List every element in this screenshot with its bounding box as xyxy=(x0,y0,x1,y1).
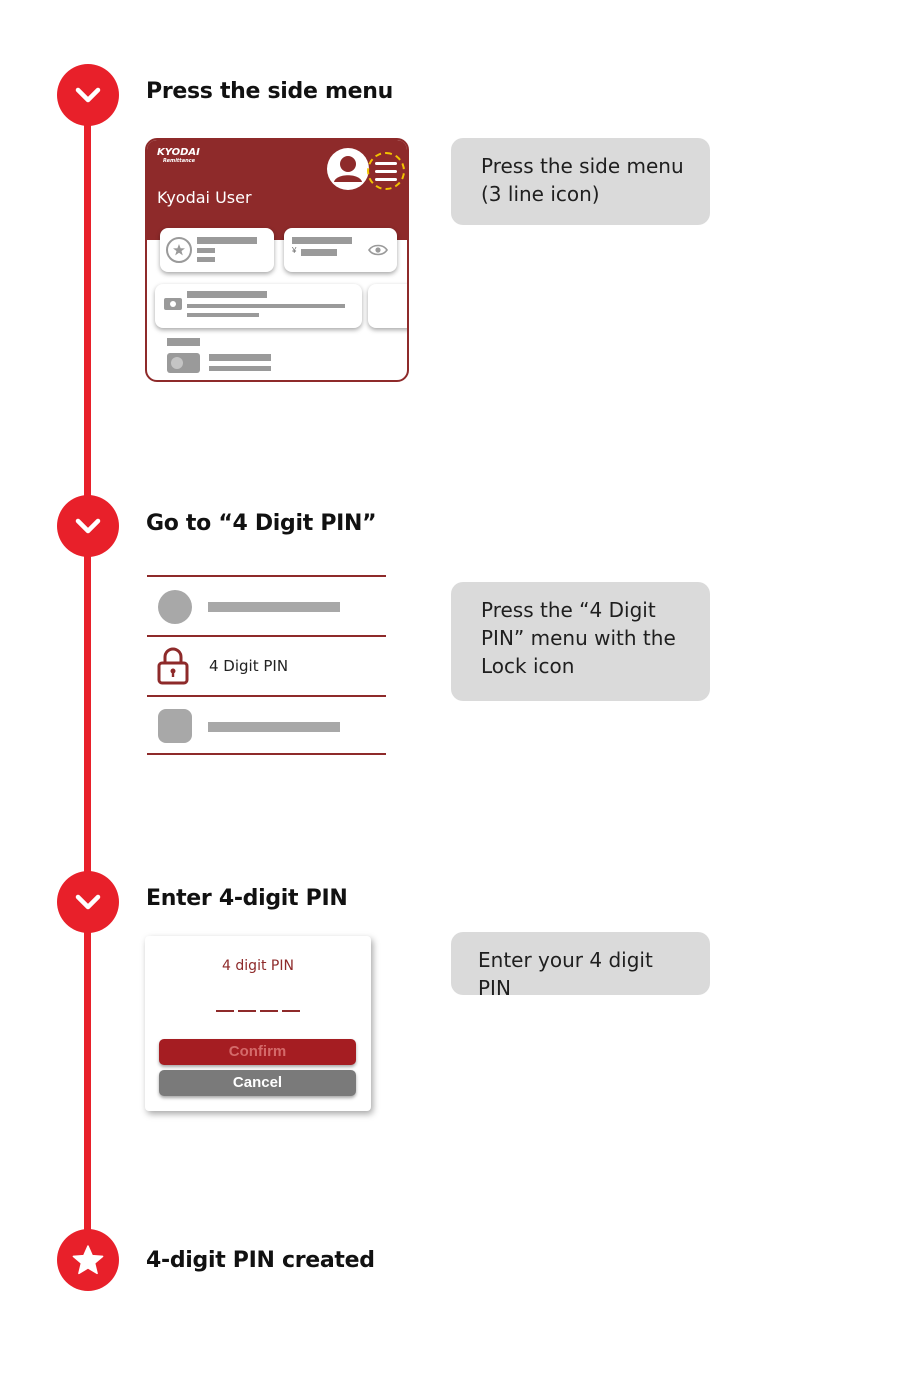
points-card[interactable] xyxy=(160,228,274,272)
menu-item[interactable] xyxy=(147,575,386,635)
step-4-title: 4-digit PIN created xyxy=(146,1248,375,1273)
currency-symbol: ¥ xyxy=(292,246,297,255)
step-3-marker xyxy=(57,871,119,933)
menu-item-4-digit-pin[interactable]: 4 Digit PIN xyxy=(147,635,386,695)
side-menu-list: 4 Digit PIN xyxy=(147,575,386,755)
placeholder-bar xyxy=(209,366,271,371)
side-menu-button[interactable] xyxy=(367,152,405,190)
chevron-down-icon xyxy=(75,518,101,534)
phone-header: KYODAI Remittance Kyodai User xyxy=(147,140,407,240)
menu-item-label: 4 Digit PIN xyxy=(209,657,289,675)
lock-icon xyxy=(156,646,190,691)
step-3-callout: Enter your 4 digit PIN xyxy=(451,932,710,1000)
partial-card[interactable] xyxy=(368,284,407,328)
confirm-button[interactable]: Confirm xyxy=(159,1039,356,1065)
timeline-line xyxy=(84,95,91,1260)
banknote-icon xyxy=(164,298,182,310)
pin-dialog: 4 digit PIN Confirm Cancel xyxy=(145,936,371,1111)
star-badge-icon xyxy=(166,237,192,263)
star-icon xyxy=(72,1245,104,1275)
pin-input[interactable] xyxy=(216,1010,300,1012)
balance-card[interactable]: ¥ xyxy=(284,228,397,272)
pin-dialog-title: 4 digit PIN xyxy=(222,958,294,974)
card-icon xyxy=(167,353,200,373)
user-icon xyxy=(329,150,367,188)
step-1-marker xyxy=(57,64,119,126)
step-2-title: Go to “4 Digit PIN” xyxy=(146,511,377,536)
placeholder-bar xyxy=(167,338,200,346)
phone-home-screen: KYODAI Remittance Kyodai User ¥ xyxy=(145,138,409,382)
transfer-card[interactable] xyxy=(155,284,362,328)
step-1-title: Press the side menu xyxy=(146,79,393,104)
avatar[interactable] xyxy=(327,148,369,190)
placeholder-bar xyxy=(209,354,271,361)
step-3-title: Enter 4-digit PIN xyxy=(146,886,348,911)
user-name: Kyodai User xyxy=(157,188,252,207)
menu-item[interactable] xyxy=(147,695,386,755)
eye-icon[interactable] xyxy=(368,243,388,257)
step-2-callout: Press the “4 Digit PIN” menu with the Lo… xyxy=(451,582,710,701)
step-4-marker xyxy=(57,1229,119,1291)
brand-logo: KYODAI Remittance xyxy=(157,147,200,165)
chevron-down-icon xyxy=(75,894,101,910)
step-2-marker xyxy=(57,495,119,557)
chevron-down-icon xyxy=(75,87,101,103)
cancel-button[interactable]: Cancel xyxy=(159,1070,356,1096)
step-1-callout: Press the side menu (3 line icon) xyxy=(451,138,710,225)
